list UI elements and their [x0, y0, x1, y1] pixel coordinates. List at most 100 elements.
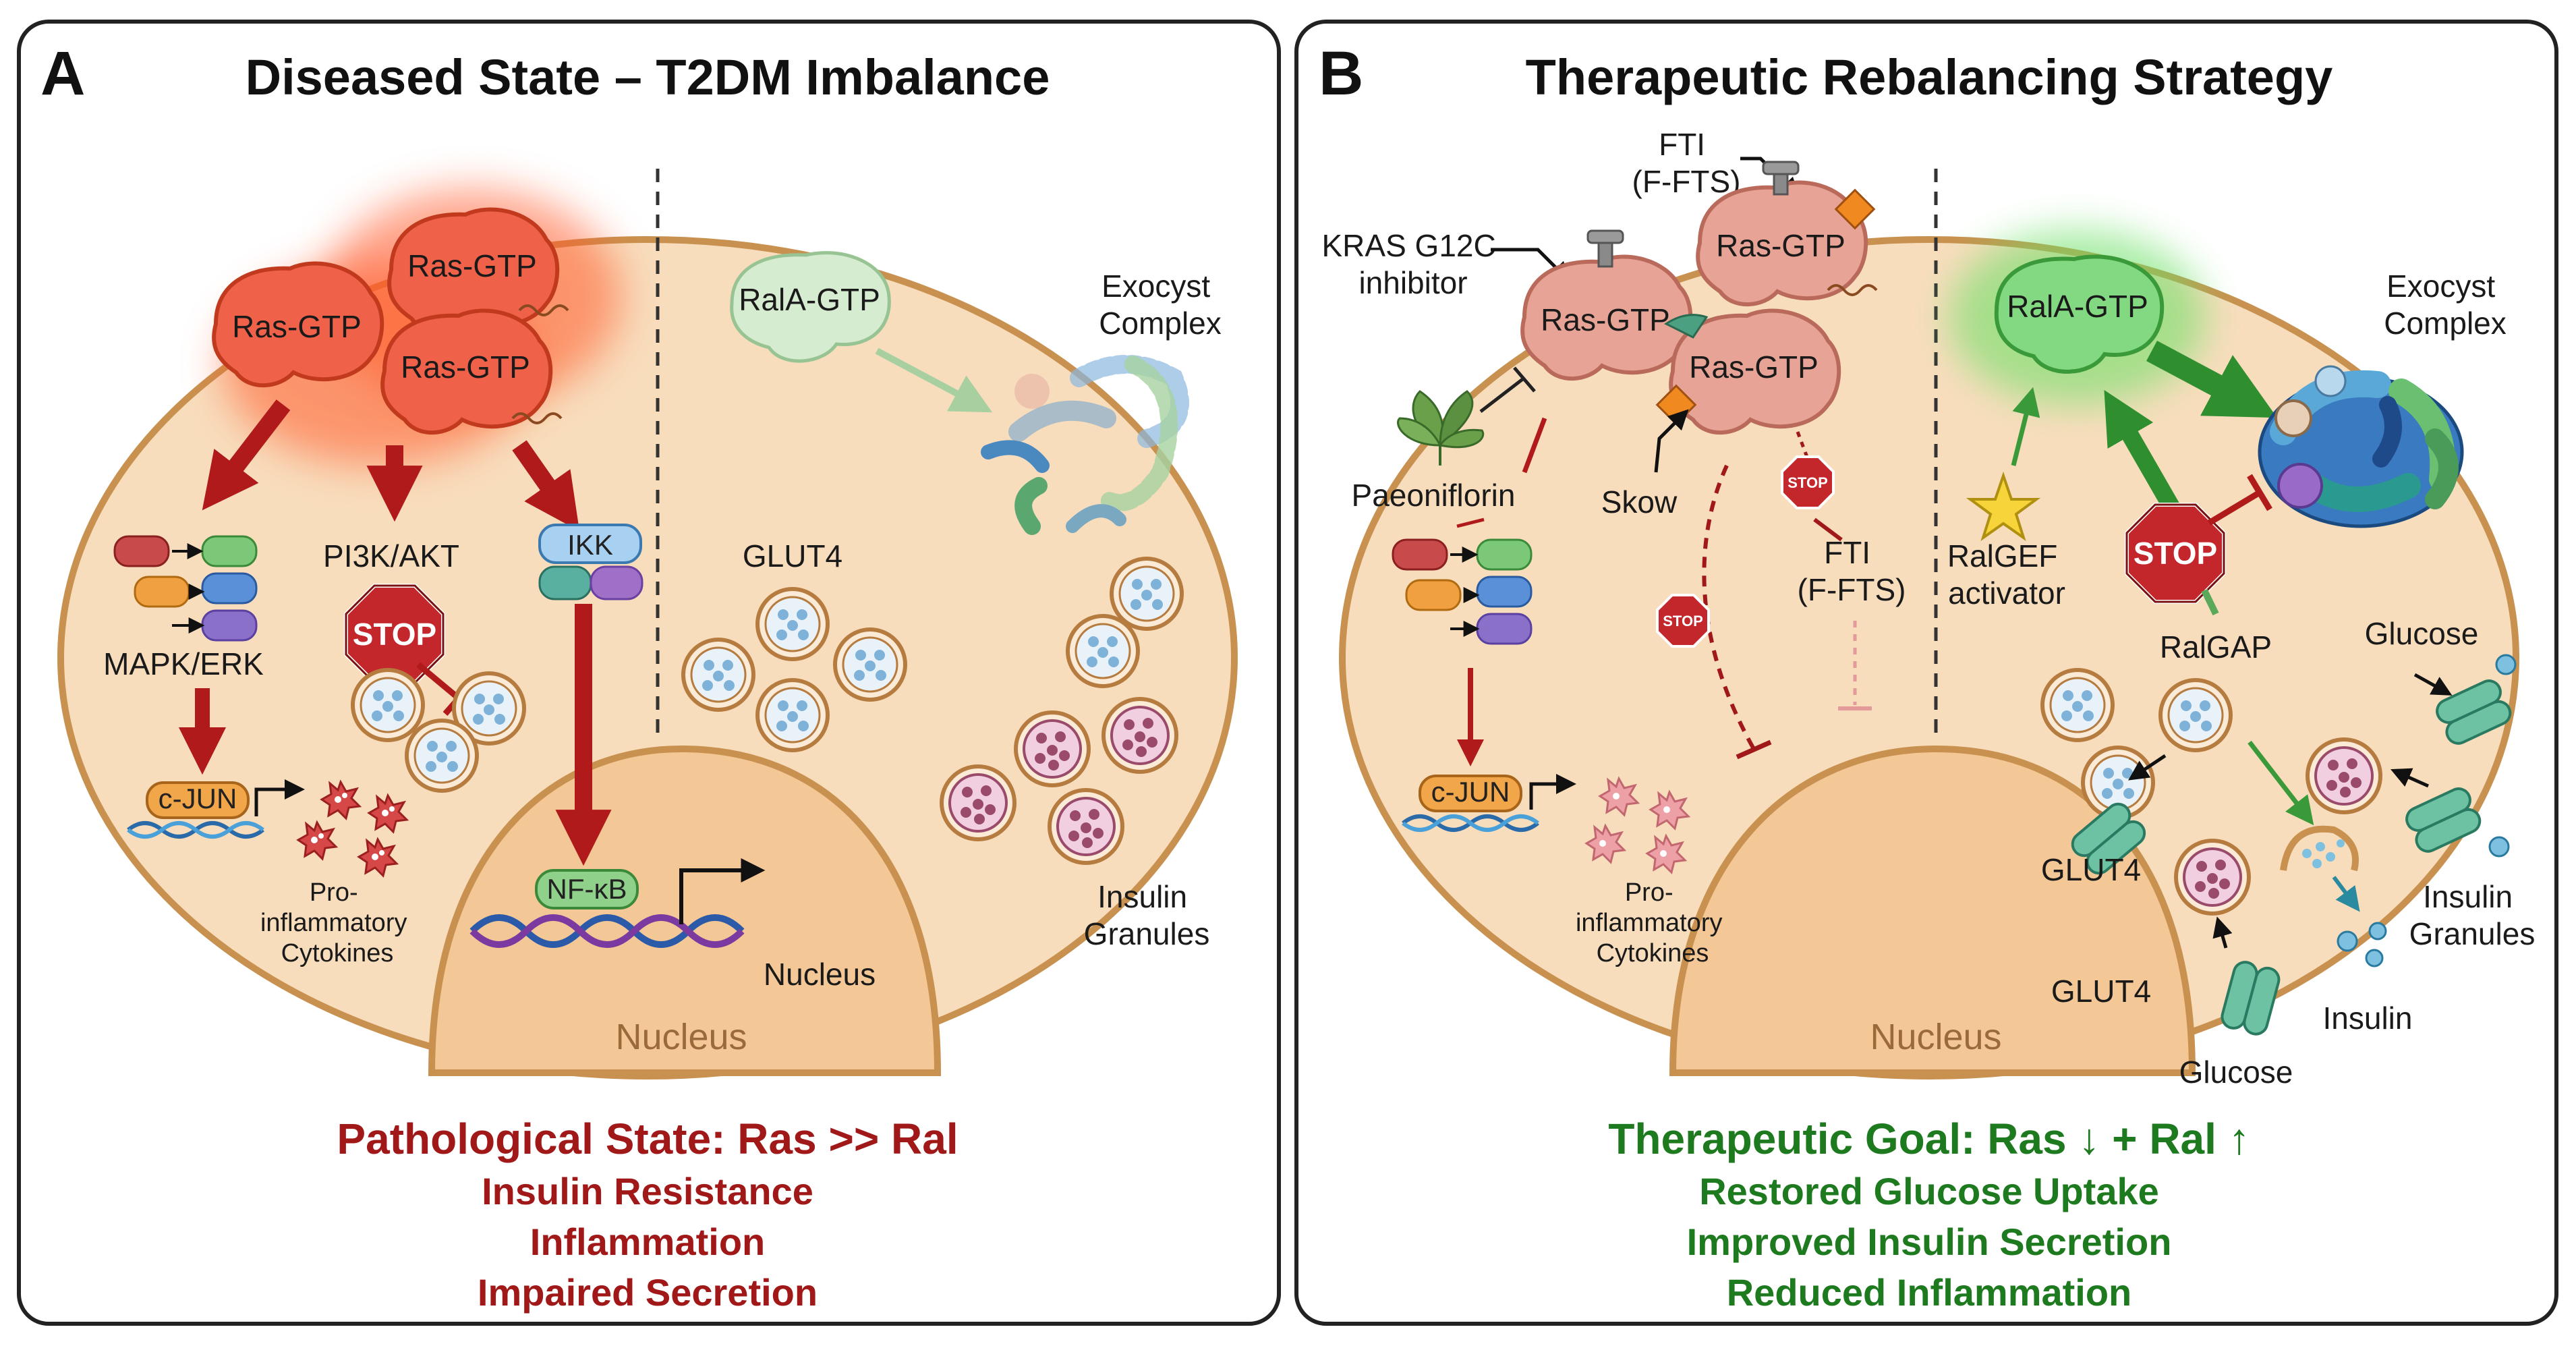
panel-b-summary-line-1: Restored Glucose Uptake [1699, 1170, 2159, 1212]
panel-b-paeoniflorin-label: Paeoniflorin [1352, 478, 1516, 513]
panel-b-exocytosis-pore [2280, 825, 2359, 872]
panel-b-glucose-molecule [2495, 654, 2517, 675]
panel-b-skow-label: Skow [1601, 484, 1678, 520]
panel-b-glucose-bottom-label: Glucose [2179, 1055, 2293, 1090]
panel-a-cjun-box [146, 781, 250, 819]
arrow-ralgef-to-rala [2011, 387, 2040, 466]
svg-text:STOP: STOP [1787, 474, 1828, 491]
arrow-ras-to-ikk [512, 440, 580, 532]
panel-a-ras-3: Ras-GTP [382, 310, 563, 432]
svg-text:STOP: STOP [353, 617, 436, 652]
arrow-ralgap-inhibited-to-rala [2104, 389, 2187, 524]
panel-b-rala-label: RalA-GTP [2007, 289, 2148, 324]
panel-b-insulin-released [2337, 922, 2387, 968]
panel-b-stop-sign-small-2: STOP [1781, 455, 1835, 509]
panel-a-ras-1: Ras-GTP [214, 263, 382, 385]
panel-a-nfkb-label: NF-κB [547, 873, 627, 905]
panel-a-ras-2-label: Ras-GTP [407, 248, 537, 283]
panel-a-nucleus-inner-label: Nucleus [764, 957, 876, 992]
panel-b-exocyst-label: Exocyst Complex [2384, 269, 2507, 341]
panel-a-ras-1-label: Ras-GTP [232, 309, 362, 344]
svg-text:STOP: STOP [2134, 536, 2217, 571]
panel-b-glut4-label-a: GLUT4 [2041, 852, 2141, 887]
panel-b-ras-to-mapk-line [1522, 417, 1547, 474]
panel-a-ras-3-label: Ras-GTP [401, 349, 530, 385]
panel-a-cjun-gene: c-JUN [127, 779, 305, 839]
panel-b-stop-sign-small-1: STOP [1656, 594, 1710, 648]
panel-a-exocyst-label: Exocyst Complex [1099, 269, 1222, 341]
panel-b-stop-sign-ralgap: STOP [2125, 503, 2226, 604]
panel-b-summary-main: Therapeutic Goal: Ras ↓ + Ral ↑ [1608, 1115, 2250, 1163]
panel-b-ras-1-label: Ras-GTP [1541, 302, 1670, 337]
panel-a-ras-2: Ras-GTP [389, 209, 569, 331]
panel-b-paeoniflorin-leaf-icon [1397, 390, 1485, 466]
panel-a-rala: RalA-GTP [730, 251, 891, 363]
panel-a-nucleus-label: Nucleus [615, 1017, 747, 1057]
panel-b-ralgef-label: RalGEF activator [1947, 538, 2066, 611]
panel-b-ras-1: Ras-GTP [1522, 229, 1690, 378]
panel-a: A Diseased State – T2DM Imbalance Nucleu… [17, 20, 1281, 1326]
panel-b-nucleus-label: Nucleus [1870, 1017, 2001, 1057]
panel-b-insulin-label: Insulin [2323, 1001, 2413, 1036]
panel-b-ras-3: Ras-GTP [1655, 310, 1839, 432]
svg-text:STOP: STOP [1663, 613, 1703, 629]
panel-b-ras-2: Ras-GTP [1698, 161, 1878, 304]
panel-a-glut4-label: GLUT4 [743, 538, 842, 573]
panel-b-granules-label: Insulin Granules [2409, 879, 2536, 951]
panel-b-summary-line-2: Improved Insulin Secretion [1687, 1221, 2172, 1263]
panel-a-letter: A [40, 39, 85, 108]
arrow-ras-to-mapk [202, 399, 291, 511]
panel-a-summary-main: Pathological State: Ras >> Ral [337, 1115, 958, 1163]
panel-b-fti-top-label: FTI (F-FTS) [1632, 127, 1741, 199]
panel-b-cjun-gene: c-JUN [1402, 774, 1576, 832]
panel-b-title: Therapeutic Rebalancing Strategy [1526, 49, 2333, 105]
panel-a-cytokines-label: Pro- inflammatory Cytokines [260, 878, 414, 968]
panel-b-fti-mid-label: FTI (F-FTS) [1798, 535, 1906, 607]
panel-b-blocked-ras-path [1702, 464, 1756, 750]
panel-b-paeoniflorin-inhibit-ras [1479, 376, 1526, 413]
arrow-rala-to-exocyst [2146, 341, 2277, 418]
panel-a-stop-sign: STOP [344, 584, 445, 685]
panel-b-insulin-granule-1 [2308, 739, 2380, 812]
panel-a-rala-label: RalA-GTP [739, 282, 880, 317]
panel-a-mapk-label: MAPK/ERK [103, 646, 264, 681]
panel-a-ras-cluster: Ras-GTP Ras-GTP Ras-GTP [214, 189, 621, 466]
panel-b-glucose-right-label: Glucose [2365, 616, 2479, 651]
panel-b-letter: B [1319, 39, 1363, 108]
panel-a-ikk: IKK [538, 524, 643, 600]
panel-a-summary-line-2: Inflammation [530, 1221, 765, 1263]
panel-b-glut4-label-b: GLUT4 [2051, 974, 2151, 1009]
panel-b-ras-3-label: Ras-GTP [1689, 349, 1819, 385]
panel-a-summary-line-3: Impaired Secretion [478, 1271, 818, 1314]
panel-b-ralgap-label: RalGAP [2160, 629, 2272, 665]
panel-a-inhibit-glut4 [416, 662, 461, 701]
panel-b-exocyst-assembled [2258, 365, 2464, 528]
panel-a-ikk-label: IKK [567, 529, 613, 561]
panel-b-nucleus [1669, 745, 2196, 1076]
panel-a-mapk-cascade [113, 535, 258, 642]
panel-b-summary-line-3: Reduced Inflammation [1727, 1271, 2132, 1314]
panel-a-cjun-label: c-JUN [159, 783, 237, 814]
panel-b-cjun-label: c-JUN [1431, 776, 1510, 808]
panel-b-ralgef-star-icon [1966, 471, 2041, 542]
panel-b: B Therapeutic Rebalancing Strategy Nucle… [1294, 20, 2558, 1326]
panel-a-granules-label: Insulin Granules [1084, 879, 1210, 951]
panel-b-skow-pointer [1654, 409, 1689, 473]
panel-a-nfkb-gene: NF-κB [469, 858, 766, 948]
panel-b-stop-inhibit-ralgap [2207, 490, 2262, 526]
arrow-granule-secretion [2248, 740, 2314, 826]
panel-a-nfkb-box [535, 869, 639, 909]
panel-b-rala: RalA-GTP [1994, 254, 2165, 374]
panel-b-mapk-cascade [1392, 517, 1533, 645]
panel-a-pi3k-label: PI3K/AKT [323, 538, 459, 573]
panel-a-summary-line-1: Insulin Resistance [482, 1170, 813, 1212]
panel-b-insulin-granule-2 [2176, 841, 2249, 914]
panel-a-weak-rala-arrow [875, 347, 993, 413]
panel-b-cytokines-label: Pro- inflammatory Cytokines [1576, 878, 1729, 968]
panel-a-title: Diseased State – T2DM Imbalance [246, 49, 1050, 105]
panel-b-ras-2-label: Ras-GTP [1716, 228, 1845, 263]
panel-b-kras-label: KRAS G12C inhibitor [1322, 228, 1505, 300]
panel-a-exocyst-disassembled [981, 355, 1189, 535]
